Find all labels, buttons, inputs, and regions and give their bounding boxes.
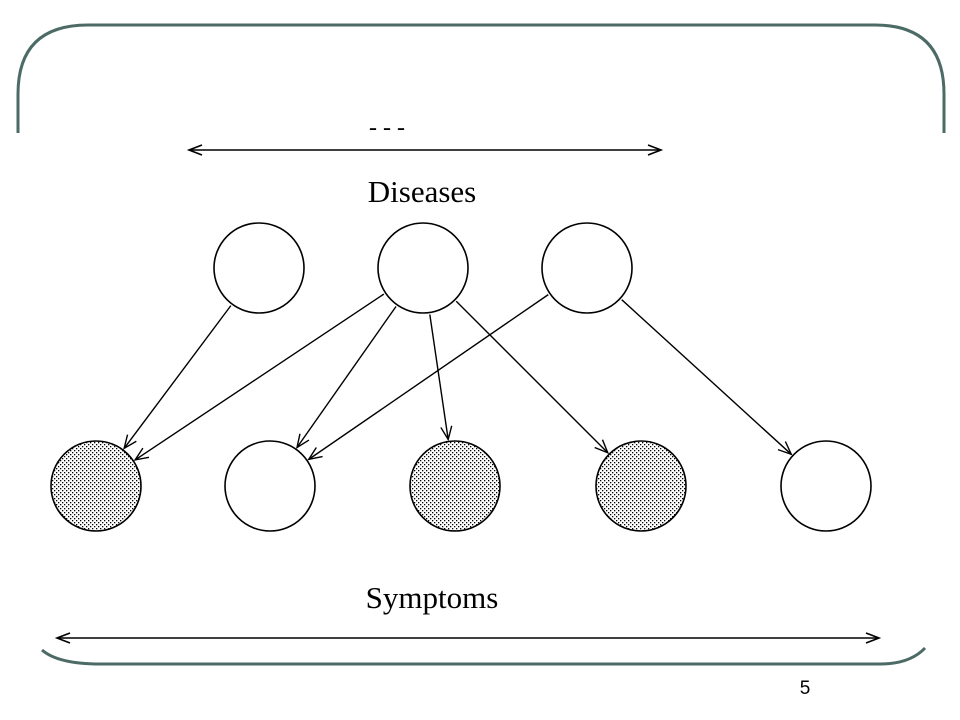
edge-arrowhead: [307, 447, 323, 461]
disease-node-d1: [213, 222, 305, 314]
edge-d2-s2: [295, 306, 397, 449]
symptom-node-s2: [224, 440, 316, 532]
edge-line: [308, 294, 549, 460]
edge-d2-s1: [133, 293, 385, 461]
symptom-node-s1-observed: [50, 440, 142, 532]
disease-node-d3: [541, 222, 633, 314]
edge-d1-s1: [123, 305, 232, 450]
frame-bottom-border: [41, 646, 927, 666]
diseases-range-right-arrowhead: [647, 144, 664, 156]
symptoms-range-left-arrowhead: [54, 632, 71, 644]
edge-d2-s4: [455, 300, 610, 455]
edge-line: [296, 306, 397, 448]
symptom-node-s5: [780, 440, 872, 532]
symptoms-label: Symptoms: [366, 580, 499, 615]
frame-top-border: [16, 23, 946, 133]
symptoms-range-right-arrowhead: [865, 632, 882, 644]
edge-arrowhead: [295, 433, 310, 449]
edges-layer: [123, 293, 793, 461]
symptom-node-s3-observed: [409, 440, 501, 532]
page-number: 5: [799, 678, 811, 699]
edge-arrowhead: [123, 434, 137, 450]
edge-d2-s3: [429, 314, 453, 442]
edge-line: [455, 300, 609, 454]
edge-d3-s2: [307, 294, 549, 461]
edge-arrowhead: [777, 441, 793, 456]
nodes-layer: [50, 222, 872, 532]
edge-line: [123, 305, 232, 449]
edge-arrowhead: [133, 447, 150, 461]
edge-line: [429, 314, 449, 440]
edge-line: [621, 299, 792, 455]
diseases-label: Diseases: [368, 174, 476, 209]
diseases-range-left-arrowhead: [186, 144, 203, 156]
edge-arrowhead: [594, 439, 610, 455]
top-ellipsis: - - -: [369, 115, 405, 141]
symptom-node-s4-observed: [595, 440, 687, 532]
edge-line: [134, 293, 385, 461]
edge-arrowhead: [440, 425, 453, 442]
edge-d3-s5: [621, 299, 793, 456]
disease-node-d2: [377, 222, 469, 314]
